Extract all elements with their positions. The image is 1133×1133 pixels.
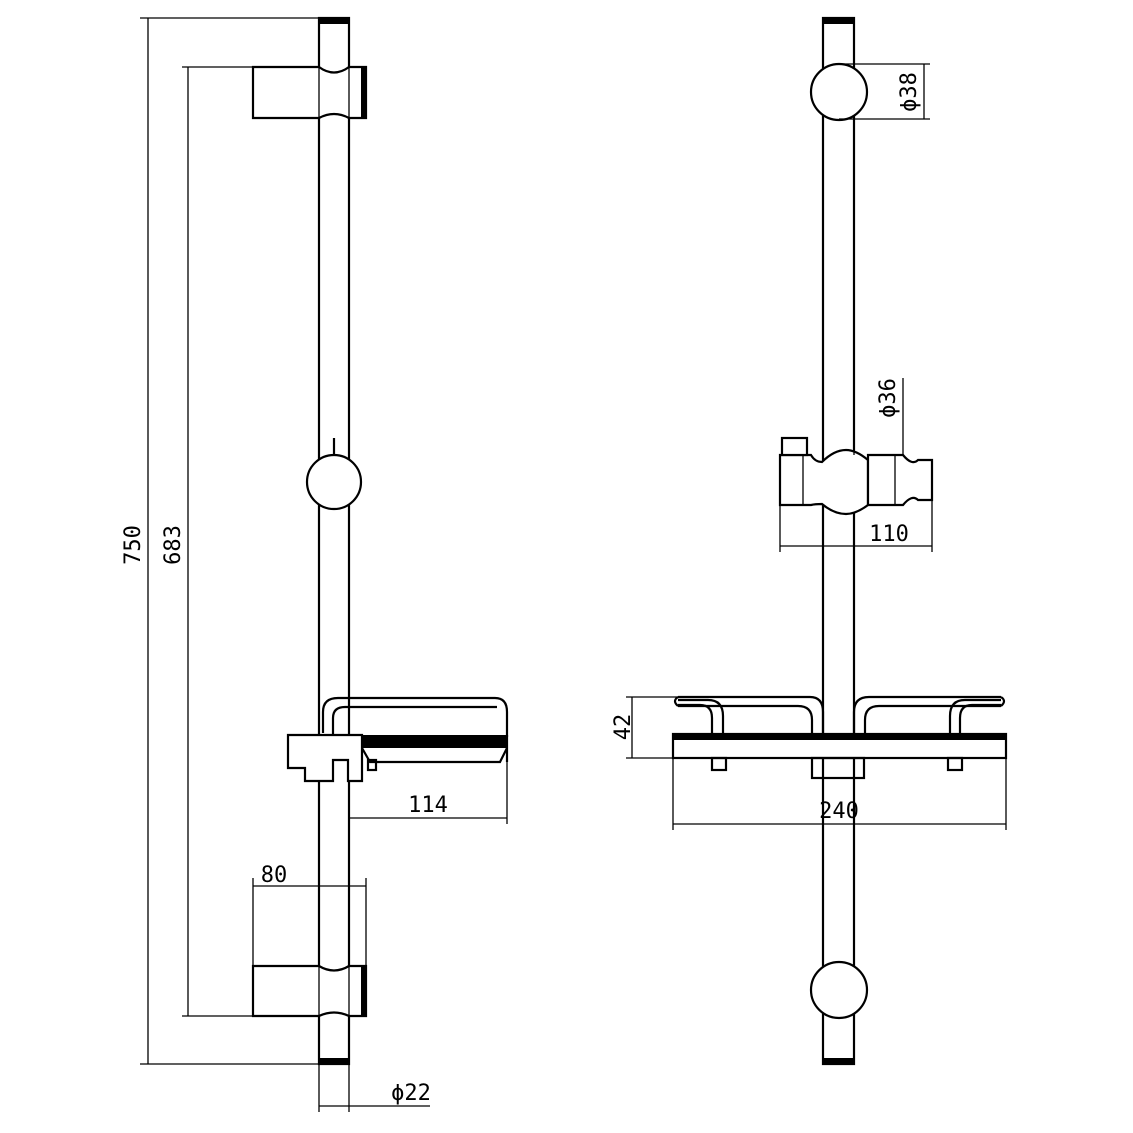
front-bar: [821, 16, 856, 1066]
front-bar-bottom-cap: [823, 1058, 854, 1064]
dim-knob-diameter: ϕ38: [839, 63, 930, 120]
dim-total-length-label: 750: [121, 525, 146, 565]
front-bottom-knob: [809, 960, 869, 1020]
dim-soap-dish-depth-label: 114: [408, 793, 448, 818]
front-bar-top-cap: [823, 18, 854, 24]
dim-soap-dish-height: 42: [611, 696, 678, 759]
front-soap-dish: [671, 695, 1008, 780]
front-view: ϕ38 ϕ36 110 42 240: [611, 16, 1008, 1066]
dim-bracket-depth-label: 80: [261, 863, 288, 888]
dim-bracket-spacing: 683: [161, 66, 253, 1017]
side-view: 750 683 80 114 ϕ22: [121, 16, 509, 1112]
dim-bar-diameter-label: ϕ22: [391, 1081, 431, 1106]
dim-slider-projection: 110: [779, 500, 933, 552]
side-soap-dish: [286, 696, 509, 783]
dim-bar-diameter: ϕ22: [318, 1064, 431, 1112]
front-top-knob: [809, 62, 869, 122]
front-slider: [778, 436, 934, 516]
dim-slider-projection-label: 110: [869, 522, 909, 547]
dim-total-length: 750: [121, 17, 319, 1065]
dim-soap-dish-depth: 114: [349, 762, 508, 824]
dim-slider-diameter: ϕ36: [853, 378, 904, 455]
top-bracket: [251, 65, 368, 120]
dim-soap-dish-height-label: 42: [611, 714, 636, 741]
side-bar: [317, 16, 351, 1066]
side-knob: [305, 438, 363, 511]
bar-top-cap: [319, 18, 349, 24]
dim-knob-diameter-label: ϕ38: [897, 72, 922, 112]
dim-slider-diameter-label: ϕ36: [876, 378, 901, 418]
bottom-bracket: [251, 964, 368, 1018]
dim-bracket-spacing-label: 683: [161, 525, 186, 565]
dim-soap-dish-width-label: 240: [819, 799, 859, 824]
dim-soap-dish-width: 240: [672, 758, 1007, 830]
dim-bracket-depth: 80: [252, 863, 367, 966]
bar-bottom-cap: [319, 1058, 349, 1064]
